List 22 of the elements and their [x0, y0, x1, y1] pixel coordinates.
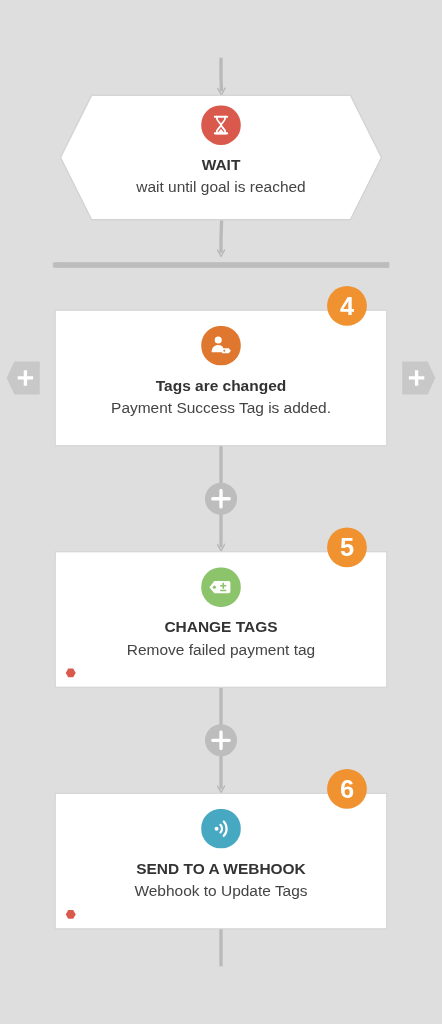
- connector: [219, 928, 223, 967]
- step-description: wait until goal is reached: [136, 178, 306, 197]
- step-description: Webhook to Update Tags: [134, 882, 308, 900]
- step-description: Remove failed payment tag: [126, 640, 316, 659]
- divider-bar: [54, 261, 388, 269]
- add-step-circle: [204, 724, 238, 757]
- step-title: CHANGE TAGS: [164, 618, 278, 636]
- step-title: Tags are changed: [155, 376, 287, 395]
- step-number: 5: [327, 527, 367, 568]
- step-number: 6: [327, 769, 367, 809]
- step-description: Payment Success Tag is added.: [111, 398, 331, 417]
- arrow: [216, 57, 226, 96]
- arrow: [216, 220, 226, 257]
- add-step-circle: [204, 482, 238, 515]
- step-title: WAIT: [201, 156, 241, 174]
- arrow: [216, 755, 226, 794]
- step-title: SEND TO A WEBHOOK: [136, 859, 306, 878]
- step-number: 4: [327, 285, 367, 326]
- arrow: [216, 514, 226, 552]
- step-card: [59, 94, 383, 221]
- connector: [219, 687, 223, 725]
- connector: [219, 445, 223, 484]
